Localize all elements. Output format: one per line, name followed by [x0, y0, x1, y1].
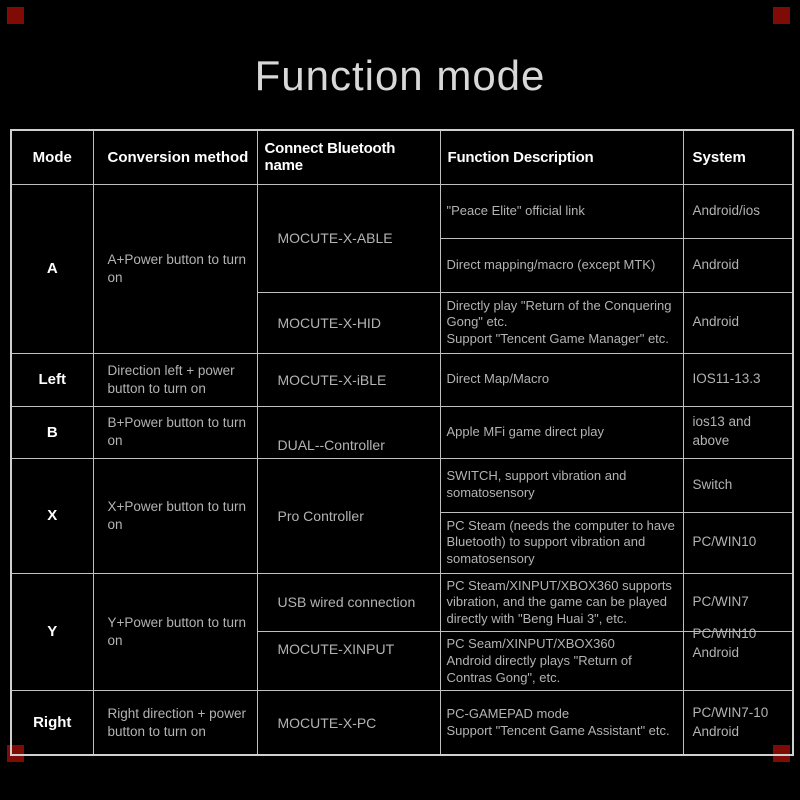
system-cell: Android — [682, 237, 794, 293]
conversion-cell-x: X+Power button to turn on — [92, 457, 258, 574]
bluetooth-cell-mocute-xinput: MOCUTE-XINPUT — [256, 631, 441, 692]
function-mode-table: Mode Conversion method Connect Bluetooth… — [10, 129, 794, 756]
conversion-cell-a: A+Power button to turn on — [92, 183, 258, 354]
system-cell: Switch — [682, 457, 794, 513]
mode-cell-x: X — [10, 457, 94, 574]
bluetooth-cell-pro-controller: Pro Controller — [256, 457, 441, 574]
conversion-cell-left: Direction left + power button to turn on — [92, 352, 258, 407]
system-cell-text: PC/WIN10 Android — [692, 626, 757, 661]
system-cell: PC/WIN10 Android — [682, 626, 794, 692]
header-mode: Mode — [10, 129, 94, 185]
system-cell: PC/WIN7 — [682, 572, 794, 633]
system-cell: Android/ios — [682, 183, 794, 239]
page-title: Function mode — [254, 52, 546, 99]
description-cell: SWITCH, support vibration and somatosens… — [439, 457, 684, 513]
bluetooth-cell-dual-controller: DUAL--Controller — [256, 405, 441, 459]
table-row: MOCUTE-X-HID Directly play "Return of th… — [11, 291, 794, 354]
description-cell: PC Seam/XINPUT/XBOX360 Android directly … — [439, 631, 684, 692]
table-row: MOCUTE-XINPUT PC Seam/XINPUT/XBOX360 And… — [11, 626, 794, 692]
table-header-row: Mode Conversion method Connect Bluetooth… — [10, 129, 794, 185]
table-row: Left Direction left + power button to tu… — [10, 352, 794, 407]
system-cell: PC/WIN7-10 Android — [682, 690, 794, 756]
table-row: PC Steam (needs the computer to have Blu… — [11, 511, 794, 574]
bluetooth-cell-mocute-x-pc: MOCUTE-X-PC — [256, 690, 441, 756]
conversion-cell-b: B+Power button to turn on — [92, 405, 258, 459]
description-cell: Apple MFi game direct play — [439, 405, 684, 459]
bluetooth-cell-mocute-x-hid: MOCUTE-X-HID — [256, 291, 441, 354]
table-row: X X+Power button to turn on Pro Controll… — [10, 457, 794, 574]
table-row: Y Y+Power button to turn on USB wired co… — [10, 572, 794, 692]
bluetooth-cell-usb-wired: USB wired connection — [256, 572, 441, 633]
header-function-description: Function Description — [439, 129, 684, 185]
header-connect-bluetooth-name: Connect Bluetooth name — [256, 129, 441, 185]
description-cell: PC Steam/XINPUT/XBOX360 supports vibrati… — [439, 572, 684, 633]
header-conversion-method: Conversion method — [92, 129, 258, 185]
system-cell: ios13 and above — [682, 405, 794, 459]
conversion-cell-right: Right direction + power button to turn o… — [92, 690, 258, 756]
corner-marker-top-right — [773, 7, 790, 24]
system-cell: Android — [682, 291, 794, 354]
system-cell: IOS11-13.3 — [682, 352, 794, 407]
system-cell: PC/WIN10 — [682, 511, 794, 574]
description-cell: Direct Map/Macro — [439, 352, 684, 407]
mode-cell-left: Left — [10, 352, 94, 407]
table-row: Right Right direction + power button to … — [10, 690, 794, 756]
description-cell: PC Steam (needs the computer to have Blu… — [439, 511, 684, 574]
mode-cell-a: A — [10, 183, 94, 354]
description-cell: Direct mapping/macro (except MTK) — [439, 237, 684, 293]
mode-cell-y: Y — [10, 572, 94, 692]
bluetooth-cell-mocute-x-ible: MOCUTE-X-iBLE — [256, 352, 441, 407]
corner-marker-top-left — [7, 7, 24, 24]
description-cell: Directly play "Return of the Conquering … — [439, 291, 684, 354]
mode-cell-b: B — [10, 405, 94, 459]
table-row: B B+Power button to turn on DUAL--Contro… — [10, 405, 794, 459]
table-row: A A+Power button to turn on MOCUTE-X-ABL… — [10, 183, 794, 354]
bluetooth-cell-mocute-x-able: MOCUTE-X-ABLE — [256, 183, 441, 293]
mode-cell-right: Right — [10, 690, 94, 756]
description-cell: PC-GAMEPAD mode Support "Tencent Game As… — [439, 690, 684, 756]
table-row: Direct mapping/macro (except MTK) Androi… — [11, 237, 794, 293]
description-cell: "Peace Elite" official link — [439, 183, 684, 239]
conversion-cell-y: Y+Power button to turn on — [92, 572, 258, 692]
header-system: System — [682, 129, 794, 185]
